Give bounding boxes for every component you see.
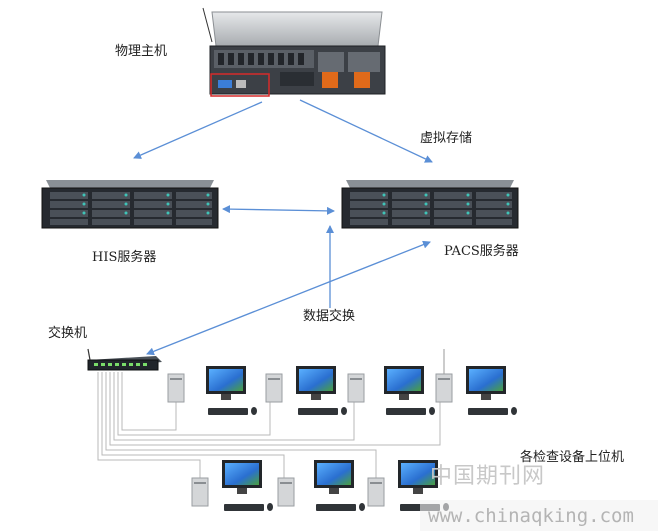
physical-host-server [202, 7, 386, 97]
workstation-6 [277, 460, 365, 511]
his-server [41, 180, 219, 229]
arrow-switch-pacs [146, 240, 431, 356]
network-switch [87, 348, 162, 371]
pacs-server [341, 180, 519, 229]
workstation-2 [265, 366, 347, 415]
workstation-1 [167, 366, 257, 415]
workstation-4 [435, 349, 517, 415]
switch-cables [97, 372, 441, 478]
arrow-his-pacs [222, 205, 335, 215]
label-data-exchange: 数据交换 [303, 309, 356, 324]
arrow-host-to-his [133, 101, 263, 159]
label-physical-host: 物理主机 [115, 44, 168, 59]
label-workstations: 各检查设备上位机 [520, 450, 625, 465]
watermark-band [420, 500, 658, 531]
watermark-site-name: 中国期刊网 [430, 464, 546, 489]
label-virtual-storage: 虚拟存储 [420, 131, 473, 146]
label-pacs-server: PACS服务器 [444, 244, 519, 259]
label-his-server: HIS服务器 [92, 250, 157, 265]
watermark-url: www.chinaqking.com [428, 505, 634, 527]
arrow-host-to-pacs [299, 99, 433, 163]
workstation-5 [191, 460, 273, 511]
highlight-box [210, 73, 270, 97]
workstation-7 [367, 460, 449, 511]
label-switch: 交换机 [48, 326, 88, 341]
workstation-3 [347, 366, 435, 415]
